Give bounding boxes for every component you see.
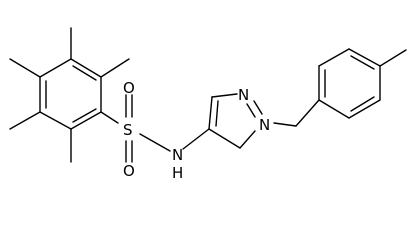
bond-sulfur-to-nh bbox=[139, 133, 171, 152]
methyl-bond-lower-left bbox=[9, 111, 41, 130]
bond-ring-double-1 bbox=[72, 65, 97, 81]
atom-amine-nitrogen: N bbox=[172, 146, 183, 164]
atom-oxygen-top: O bbox=[123, 79, 135, 97]
sulfonyl-bonds bbox=[125, 94, 133, 163]
bond-tolyl-methyl bbox=[379, 49, 407, 67]
atom-oxygen-bottom: O bbox=[123, 162, 135, 180]
bond-ring-3 bbox=[70, 111, 102, 130]
pentamethylbenzene-ring bbox=[39, 58, 102, 130]
bond-tolyl-double-3 bbox=[350, 96, 375, 112]
bond-ch2-to-aryl bbox=[295, 99, 320, 127]
bond-ring-double-2 bbox=[72, 108, 97, 123]
bond-pz-c5-n2 bbox=[211, 93, 238, 98]
bond-ring-4 bbox=[39, 111, 72, 130]
bond-tolyl-2 bbox=[318, 48, 350, 67]
bond-ring-1 bbox=[70, 58, 102, 78]
bond-tolyl-double-2 bbox=[350, 55, 375, 70]
bond-tolyl-6 bbox=[318, 99, 350, 119]
bond-ring-6 bbox=[39, 58, 72, 78]
methyl-bond-upper-right bbox=[100, 58, 130, 78]
bond-pz-c4-c5-double bbox=[215, 100, 219, 127]
bond-pz-n2-n1 bbox=[253, 100, 263, 115]
bond-pz-c3-c4 bbox=[208, 128, 241, 149]
bond-ring-to-sulfur bbox=[100, 111, 119, 124]
bond-nh-to-pyrazole bbox=[182, 128, 210, 150]
atom-amine-hydrogen: H bbox=[172, 164, 183, 182]
bond-tolyl-5 bbox=[348, 99, 381, 119]
atom-pyrazole-n1: N bbox=[259, 116, 270, 134]
molecule-structure: S O O N H N N bbox=[9, 27, 407, 182]
methyl-bond-upper-left bbox=[9, 58, 41, 78]
atom-sulfur: S bbox=[123, 121, 133, 139]
atom-pyrazole-n2: N bbox=[238, 86, 249, 104]
bond-pz-n1-c3 bbox=[239, 130, 256, 149]
bond-n1-to-ch2 bbox=[273, 122, 297, 127]
methyl-groups bbox=[9, 27, 130, 163]
bond-pz-n2-n1-double bbox=[246, 103, 256, 118]
tolyl-ring bbox=[318, 48, 381, 119]
bond-pz-c4-c5 bbox=[208, 96, 213, 130]
bond-tolyl-3 bbox=[348, 48, 381, 67]
pyrazole-ring bbox=[208, 93, 263, 149]
